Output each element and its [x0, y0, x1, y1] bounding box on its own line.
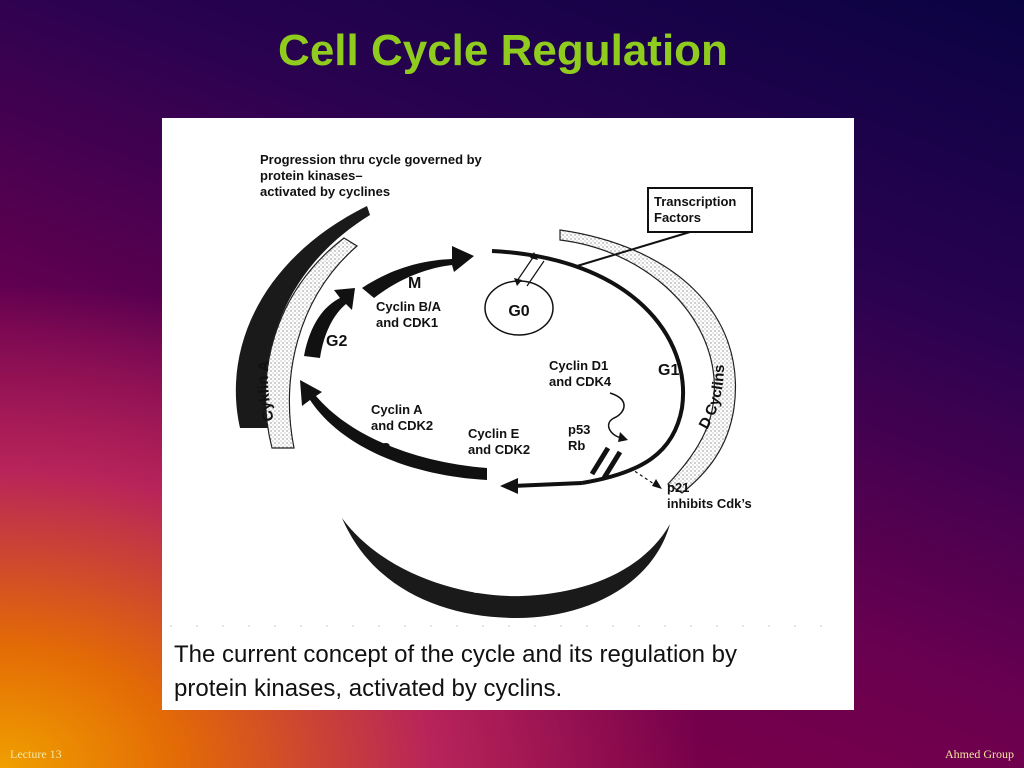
- caption-line-1: The current concept of the cycle and its…: [174, 641, 737, 668]
- transcription-connector: [576, 231, 691, 267]
- cyclin-d1-line-1: Cyclin D1: [549, 358, 608, 373]
- g0-exchange-arrow-return: [526, 260, 545, 287]
- cyclin-e-band-label: Cyclin E: [461, 573, 525, 593]
- figure-caption: The current concept of the cycle and its…: [174, 638, 850, 706]
- g2-phase-arrow: [304, 288, 355, 358]
- g0-exchange-arrow: [516, 255, 535, 282]
- block-bar-2: [601, 450, 623, 480]
- d-cyclins-band: [559, 229, 736, 494]
- cyclin-a-line-1: Cyclin A: [371, 402, 423, 417]
- footer-author: Ahmed Group: [945, 747, 1014, 761]
- cyclin-d1-squiggle: [607, 392, 625, 439]
- cyclin-e-band-text: Cyclin E: [461, 573, 525, 593]
- header-line-2: protein kinases–: [260, 168, 363, 183]
- g1-phase-arrow: [511, 481, 583, 488]
- squiggle-arrowhead: [618, 432, 628, 442]
- header-line-1: Progression thru cycle governed by: [260, 152, 483, 167]
- cycle-ring: [491, 249, 686, 485]
- footer-lecture: Lecture 13: [10, 747, 62, 761]
- rb-label: Rb: [568, 438, 585, 453]
- caption-line-2: protein kinases, activated by cyclins.: [174, 675, 563, 702]
- cyclin-ba-line-2: and CDK1: [376, 315, 438, 330]
- p53-label: p53: [568, 422, 590, 437]
- transcription-line-1: Transcription: [654, 194, 736, 209]
- p21-pointer: [629, 467, 658, 487]
- g0-arrowhead-up: [530, 252, 538, 260]
- p21-label: p21: [667, 480, 689, 495]
- cyclin-a-line-2: and CDK2: [371, 418, 433, 433]
- cyclin-ba-line-1: Cyclin B/A: [376, 299, 442, 314]
- figure-panel: G0 Transcription Factors Progression thr…: [162, 118, 854, 710]
- cyclin-b-band: [235, 206, 370, 428]
- slide-title: Cell Cycle Regulation: [278, 26, 728, 75]
- cell-cycle-diagram: G0 Transcription Factors Progression thr…: [170, 152, 846, 627]
- m-phase-arrow: [362, 246, 474, 298]
- p21-pointer-head: [652, 479, 662, 489]
- s-label: S: [380, 441, 391, 458]
- g0-label: G0: [508, 303, 529, 320]
- g2-label: G2: [326, 333, 347, 350]
- m-label: M: [408, 275, 421, 292]
- p21-inhibits-label: inhibits Cdk’s: [667, 496, 752, 511]
- cyklin-a-band: [264, 237, 359, 449]
- transcription-line-2: Factors: [654, 210, 701, 225]
- block-bar-1: [589, 446, 611, 476]
- cyclin-e-line-1: Cyclin E: [468, 426, 520, 441]
- g1-label: G1: [658, 362, 679, 379]
- transcription-factors-box: [647, 187, 753, 233]
- cyclin-d1-line-2: and CDK4: [549, 374, 612, 389]
- g0-arrowhead-down: [514, 278, 522, 286]
- cyclin-e-band: [342, 518, 670, 618]
- cyclin-e-line-2: and CDK2: [468, 442, 530, 457]
- header-line-3: activated by cyclines: [260, 184, 390, 199]
- s-phase-arrow: [300, 380, 487, 480]
- g1-arrow-head: [500, 478, 518, 494]
